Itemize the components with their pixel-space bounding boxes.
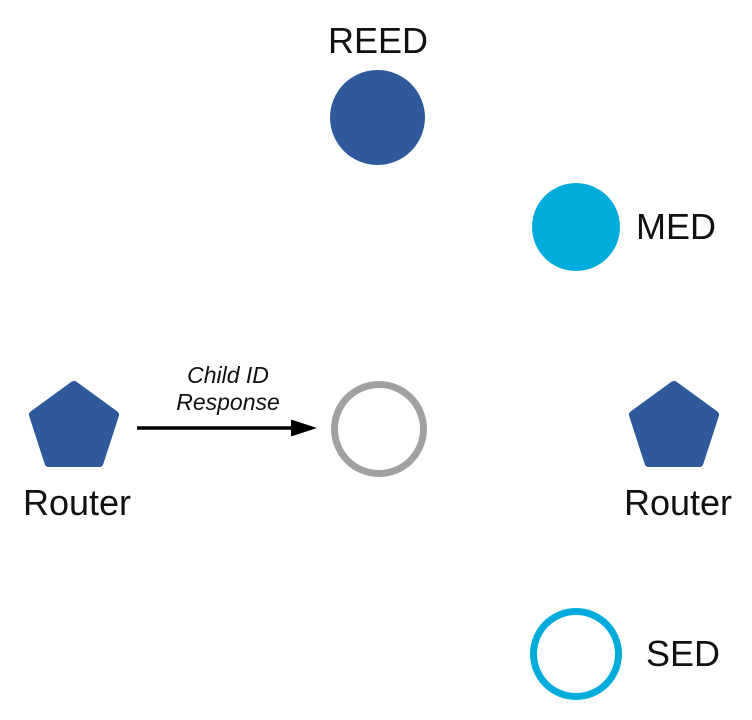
arrow-label-line2: Response [176,389,280,415]
joining-device-circle [331,381,427,477]
router-right-pentagon-icon [628,380,720,468]
arrow-label-line1: Child ID [187,362,269,388]
med-label: MED [636,206,716,247]
arrow-label: Child ID Response [176,362,280,416]
reed-label: REED [327,20,429,61]
router-left-label: Router [22,482,132,523]
router-left-pentagon-icon [28,380,120,468]
sed-label: SED [646,633,721,674]
router-right-label: Router [623,482,733,523]
child-id-response-arrow [137,419,317,437]
med-node-circle [532,183,620,271]
reed-node-circle [330,70,425,165]
sed-node-circle [530,608,622,700]
